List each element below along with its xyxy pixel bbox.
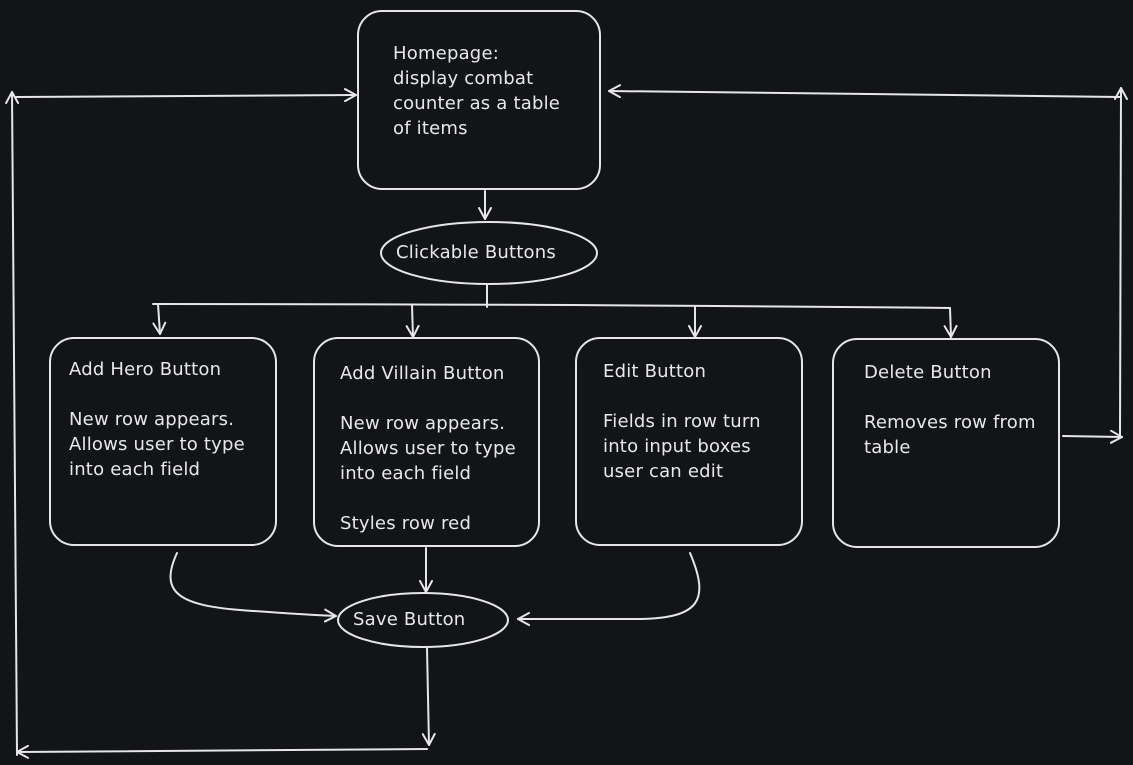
save-button-node	[337, 592, 509, 648]
edit-text: Edit Button Fields in row turn into inpu…	[603, 359, 761, 484]
add-hero-title: Add Hero Button	[69, 359, 222, 380]
add-villain-node	[313, 337, 540, 547]
add-hero-line: into each field	[69, 459, 201, 480]
delete-text: Delete Button Removes row from table	[864, 360, 1036, 460]
delete-node	[832, 338, 1060, 548]
edit-line: user can edit	[603, 461, 724, 482]
add-villain-title: Add Villain Button	[340, 363, 505, 384]
add-hero-node	[49, 337, 277, 546]
add-villain-note: Styles row red	[340, 513, 472, 534]
edge-return-to-homepage	[15, 88, 357, 103]
edit-title: Edit Button	[603, 361, 707, 382]
add-villain-line: New row appears.	[340, 413, 506, 434]
edge-return-to-homepage-right	[608, 84, 1121, 99]
edge-delete-right	[1062, 429, 1123, 444]
clickable-buttons-node	[380, 221, 598, 285]
delete-line: Removes row from	[864, 412, 1036, 433]
homepage-text: Homepage: display combat counter as a ta…	[393, 41, 560, 141]
delete-line: table	[864, 437, 911, 458]
edge-branch-to-add-hero	[152, 303, 167, 335]
edit-node	[575, 337, 803, 546]
edge-branch-to-delete	[943, 307, 958, 338]
homepage-line: display combat	[393, 68, 534, 89]
edge-save-return-left	[16, 744, 428, 759]
edge-add-hero-to-save	[169, 552, 337, 623]
add-hero-text: Add Hero Button New row appears. Allows …	[69, 357, 245, 482]
homepage-node	[357, 10, 601, 190]
edit-line: Fields in row turn	[603, 411, 761, 432]
delete-title: Delete Button	[864, 362, 992, 383]
add-villain-line: Allows user to type	[340, 438, 516, 459]
add-villain-line: into each field	[340, 463, 472, 484]
homepage-line: Homepage:	[393, 43, 499, 64]
add-hero-line: New row appears.	[69, 409, 235, 430]
edit-line: into input boxes	[603, 436, 751, 457]
homepage-line: counter as a table	[393, 93, 561, 114]
clickable-buttons-label: Clickable Buttons	[396, 242, 556, 263]
save-button-label: Save Button	[353, 609, 466, 630]
edge-return-up-left	[5, 91, 20, 756]
homepage-line: of items	[393, 118, 468, 139]
edge-branch-bus	[152, 303, 951, 309]
edge-branch-to-add-villain	[405, 304, 420, 338]
edge-edit-to-save	[517, 552, 701, 626]
edge-return-up-right	[1113, 87, 1128, 437]
add-villain-text: Add Villain Button New row appears. Allo…	[340, 361, 516, 536]
edge-save-down	[421, 647, 436, 746]
add-hero-line: Allows user to type	[69, 434, 245, 455]
